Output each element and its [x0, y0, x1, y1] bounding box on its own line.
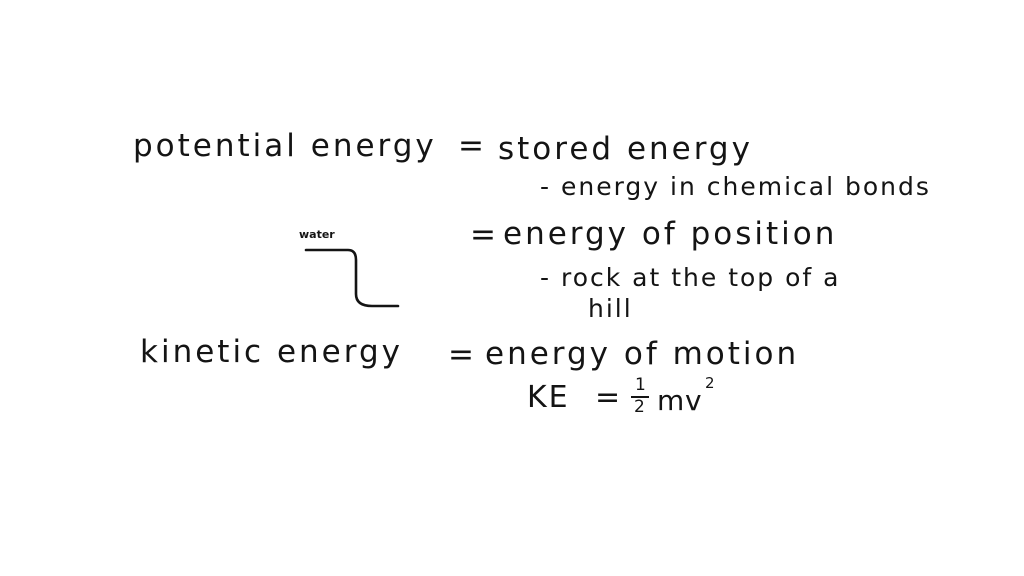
equals-sign: = — [448, 337, 477, 373]
fraction-bar — [631, 396, 649, 398]
equals-sign: = — [458, 128, 487, 164]
formula-equals: = — [595, 380, 621, 415]
example-rock-on-hill-continued: hill — [588, 294, 633, 323]
formula-velocity: v — [685, 384, 702, 417]
formula-ke: KE — [527, 380, 570, 415]
equals-sign: = — [470, 217, 499, 253]
kinetic-energy-definition: energy of motion — [485, 336, 800, 372]
kinetic-energy-term: kinetic energy — [140, 334, 403, 370]
example-rock-on-hill: - rock at the top of a — [540, 263, 841, 292]
sketch-stroke — [304, 248, 400, 308]
formula-mass: m — [657, 384, 685, 417]
formula-exponent: 2 — [705, 374, 715, 392]
potential-energy-definition-position: energy of position — [503, 216, 838, 252]
fraction-numerator: 1 — [635, 375, 646, 395]
sketch-label: water — [299, 228, 335, 241]
water-drop-sketch-icon — [304, 248, 400, 308]
fraction-denominator: 2 — [634, 397, 645, 417]
potential-energy-definition-stored: stored energy — [498, 131, 753, 167]
potential-energy-term: potential energy — [133, 128, 437, 164]
example-chemical-bonds: - energy in chemical bonds — [540, 172, 931, 201]
